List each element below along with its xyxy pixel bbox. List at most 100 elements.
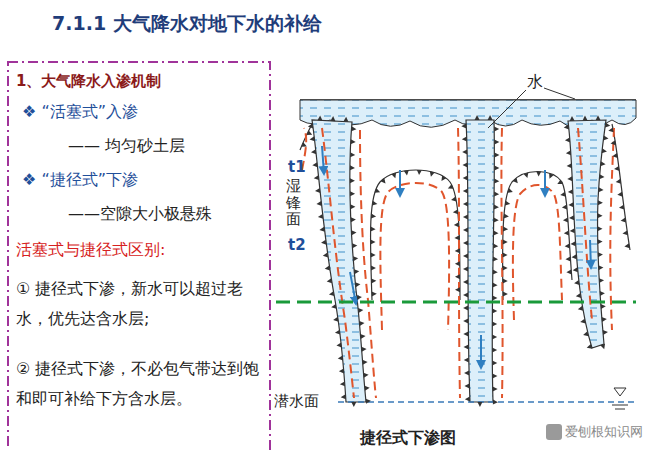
front-spike [463, 279, 468, 284]
front-spike [568, 189, 573, 194]
front-spike [441, 175, 446, 181]
front-spike [310, 136, 315, 141]
front-spike [362, 360, 367, 365]
front-spike [622, 230, 627, 235]
front-spike [603, 135, 608, 140]
front-spike [568, 202, 573, 207]
front-spike [350, 204, 355, 209]
front-spike [371, 214, 376, 219]
front-spike [503, 292, 508, 297]
front-spike [602, 148, 607, 153]
front-spike [605, 123, 610, 128]
front-spike [462, 136, 467, 141]
front-spike [475, 115, 480, 120]
front-spike [360, 334, 365, 339]
front-spike [361, 347, 366, 352]
front-spike [587, 344, 593, 349]
front-spike [492, 348, 497, 353]
panel-text: —— 均匀砂土层 [68, 136, 185, 155]
front-spike [549, 173, 554, 179]
front-spike [455, 248, 460, 253]
front-spike [611, 140, 616, 145]
front-spike [578, 306, 583, 311]
front-spike [451, 197, 456, 202]
flow-arrow [544, 170, 546, 196]
front-spike [492, 361, 497, 366]
front-spike [524, 173, 529, 179]
front-spike [463, 305, 468, 310]
front-spike [598, 213, 603, 218]
front-spike [454, 235, 459, 240]
leader-line [544, 88, 575, 99]
wetting-front-t2 [513, 185, 562, 320]
front-spike [301, 142, 307, 147]
front-spike [603, 330, 608, 335]
front-spike [352, 243, 357, 248]
front-spike [494, 166, 499, 171]
front-spike [371, 266, 376, 271]
front-spike [417, 170, 422, 175]
front-spike [599, 174, 604, 179]
water-table-label: 潜水面 [274, 392, 319, 410]
flow-arrow [399, 170, 401, 196]
wetting-front-t2 [302, 128, 614, 398]
wetting-front-t2 [578, 128, 614, 330]
front-spike [464, 383, 469, 388]
front-spike [569, 215, 574, 220]
front-spike [463, 266, 468, 271]
front-spike [455, 261, 460, 266]
front-spike [619, 205, 624, 210]
panel-text: ——空隙大小极悬殊 [68, 204, 212, 223]
wetting-front-t2 [360, 130, 376, 398]
front-spike [465, 396, 470, 401]
front-spike [350, 165, 355, 170]
front-spike [493, 283, 498, 288]
front-spike [616, 179, 621, 184]
flow-arrow [322, 146, 591, 368]
front-spike [566, 150, 571, 155]
front-spike [461, 123, 466, 128]
front-spike [492, 374, 497, 379]
front-spike [333, 317, 338, 322]
front-spike [567, 176, 572, 181]
front-spike [462, 162, 467, 167]
front-spike [366, 399, 371, 404]
slide-title: 7.1.1 大气降水对地下水的补给 [52, 12, 322, 35]
front-spike [493, 387, 498, 392]
front-spike [372, 292, 377, 297]
front-spike [350, 178, 355, 183]
front-spike [494, 218, 499, 223]
panel-border [8, 62, 270, 450]
front-spike [464, 357, 469, 362]
front-spike [404, 170, 409, 175]
front-spike [463, 227, 468, 232]
front-spike [454, 222, 459, 227]
front-spike [319, 227, 324, 232]
front-spike [307, 130, 313, 134]
panel-text: ① 捷径式下渗，新水可以超过老水，优先达含水层; [16, 274, 262, 335]
wetting-front-t2 [302, 128, 354, 398]
front-spike [493, 257, 498, 262]
flow-arrow [322, 146, 324, 174]
front-spike [494, 192, 499, 197]
front-spike [565, 137, 570, 142]
front-spike [503, 253, 508, 258]
front-spike [493, 270, 498, 275]
panel-text: 1、大气降水入渗机制 [16, 72, 161, 90]
panel-text: ❖ “捷径式”下渗 [22, 170, 138, 189]
front-spike [312, 162, 317, 167]
front-spike [580, 319, 585, 324]
front-spike [463, 201, 468, 206]
front-spike [564, 124, 569, 129]
front-spike [492, 309, 497, 314]
front-spike [617, 192, 622, 197]
front-spike [359, 321, 364, 326]
front-spike [338, 355, 343, 360]
front-spike [351, 402, 356, 407]
front-spike [350, 191, 355, 196]
front-spike [463, 253, 468, 258]
front-spike [492, 296, 497, 301]
front-spike [477, 402, 482, 407]
front-spike [343, 117, 348, 122]
